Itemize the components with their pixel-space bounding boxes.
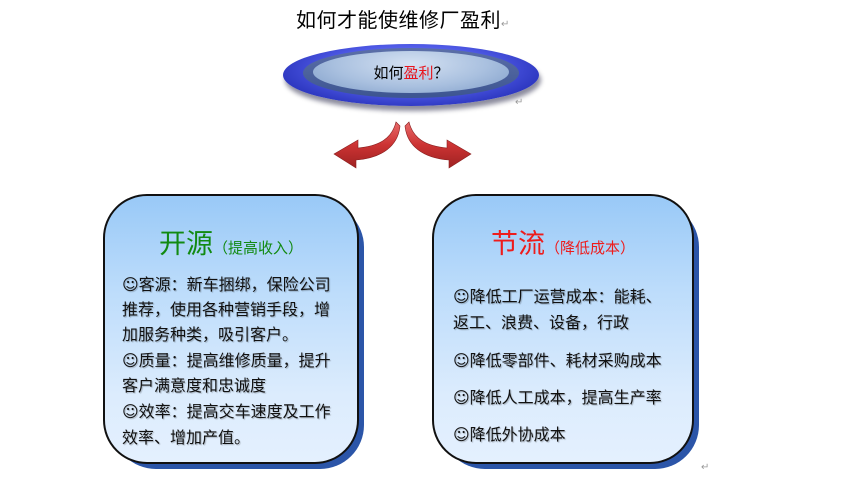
heading-kaiyuan: 开源 [158, 229, 213, 260]
right-line-4: ☺降低人工成本，提高生产率 [453, 388, 662, 407]
heading-jieliu: 节流 [490, 229, 545, 260]
paragraph-mark-icon: ↵ [515, 97, 524, 108]
paragraph-mark-icon: ↵ [501, 19, 510, 30]
right-line-3: ☺降低零部件、耗材采购成本 [453, 351, 662, 370]
title-text: 如何才能使维修厂盈利 [296, 8, 501, 32]
left-line-7: 效率、增加产值。 [122, 428, 251, 447]
left-box-kaiyuan: 开源（提高收入） ☺客源：新车捆绑，保险公司 推荐，使用各种营销手段，增 加服务… [103, 194, 359, 464]
page-title: 如何才能使维修厂盈利↵ [296, 4, 510, 33]
arrow-curved-right-icon [404, 121, 472, 169]
oval-text-prefix: 如何 [373, 63, 404, 82]
subheading-increase-revenue: （提高收入） [212, 239, 303, 257]
split-arrows [333, 121, 472, 169]
left-line-2: 推荐，使用各种营销手段，增 [122, 300, 331, 319]
right-box-jieliu: 节流（降低成本） ☺降低工厂运营成本：能耗、 返工、浪费、设备，行政 ☺降低零部… [432, 194, 694, 464]
right-line-5: ☺降低外协成本 [453, 425, 566, 444]
right-line-1: ☺降低工厂运营成本：能耗、 [453, 287, 662, 306]
paragraph-mark-icon: ↵ [701, 462, 710, 473]
oval-label: 如何盈利？ [313, 51, 509, 93]
left-line-6: ☺效率：提高交车速度及工作 [122, 402, 331, 421]
left-line-1: ☺客源：新车捆绑，保险公司 [122, 275, 331, 294]
oval-text-highlight: 盈利 [403, 63, 434, 82]
left-line-5: 客户满意度和忠诚度 [122, 376, 267, 395]
oval-text-suffix: ？ [433, 63, 449, 82]
right-line-2: 返工、浪费、设备，行政 [453, 313, 630, 332]
subheading-reduce-cost: （降低成本） [544, 239, 635, 257]
arrow-curved-left-icon [333, 121, 401, 169]
left-line-4: ☺质量：提高维修质量，提升 [122, 351, 331, 370]
right-box-heading: 节流（降低成本） [434, 222, 692, 261]
left-line-3: 加服务种类，吸引客户。 [122, 325, 299, 344]
center-oval: 如何盈利？ [283, 38, 543, 108]
left-box-heading: 开源（提高收入） [105, 222, 357, 261]
